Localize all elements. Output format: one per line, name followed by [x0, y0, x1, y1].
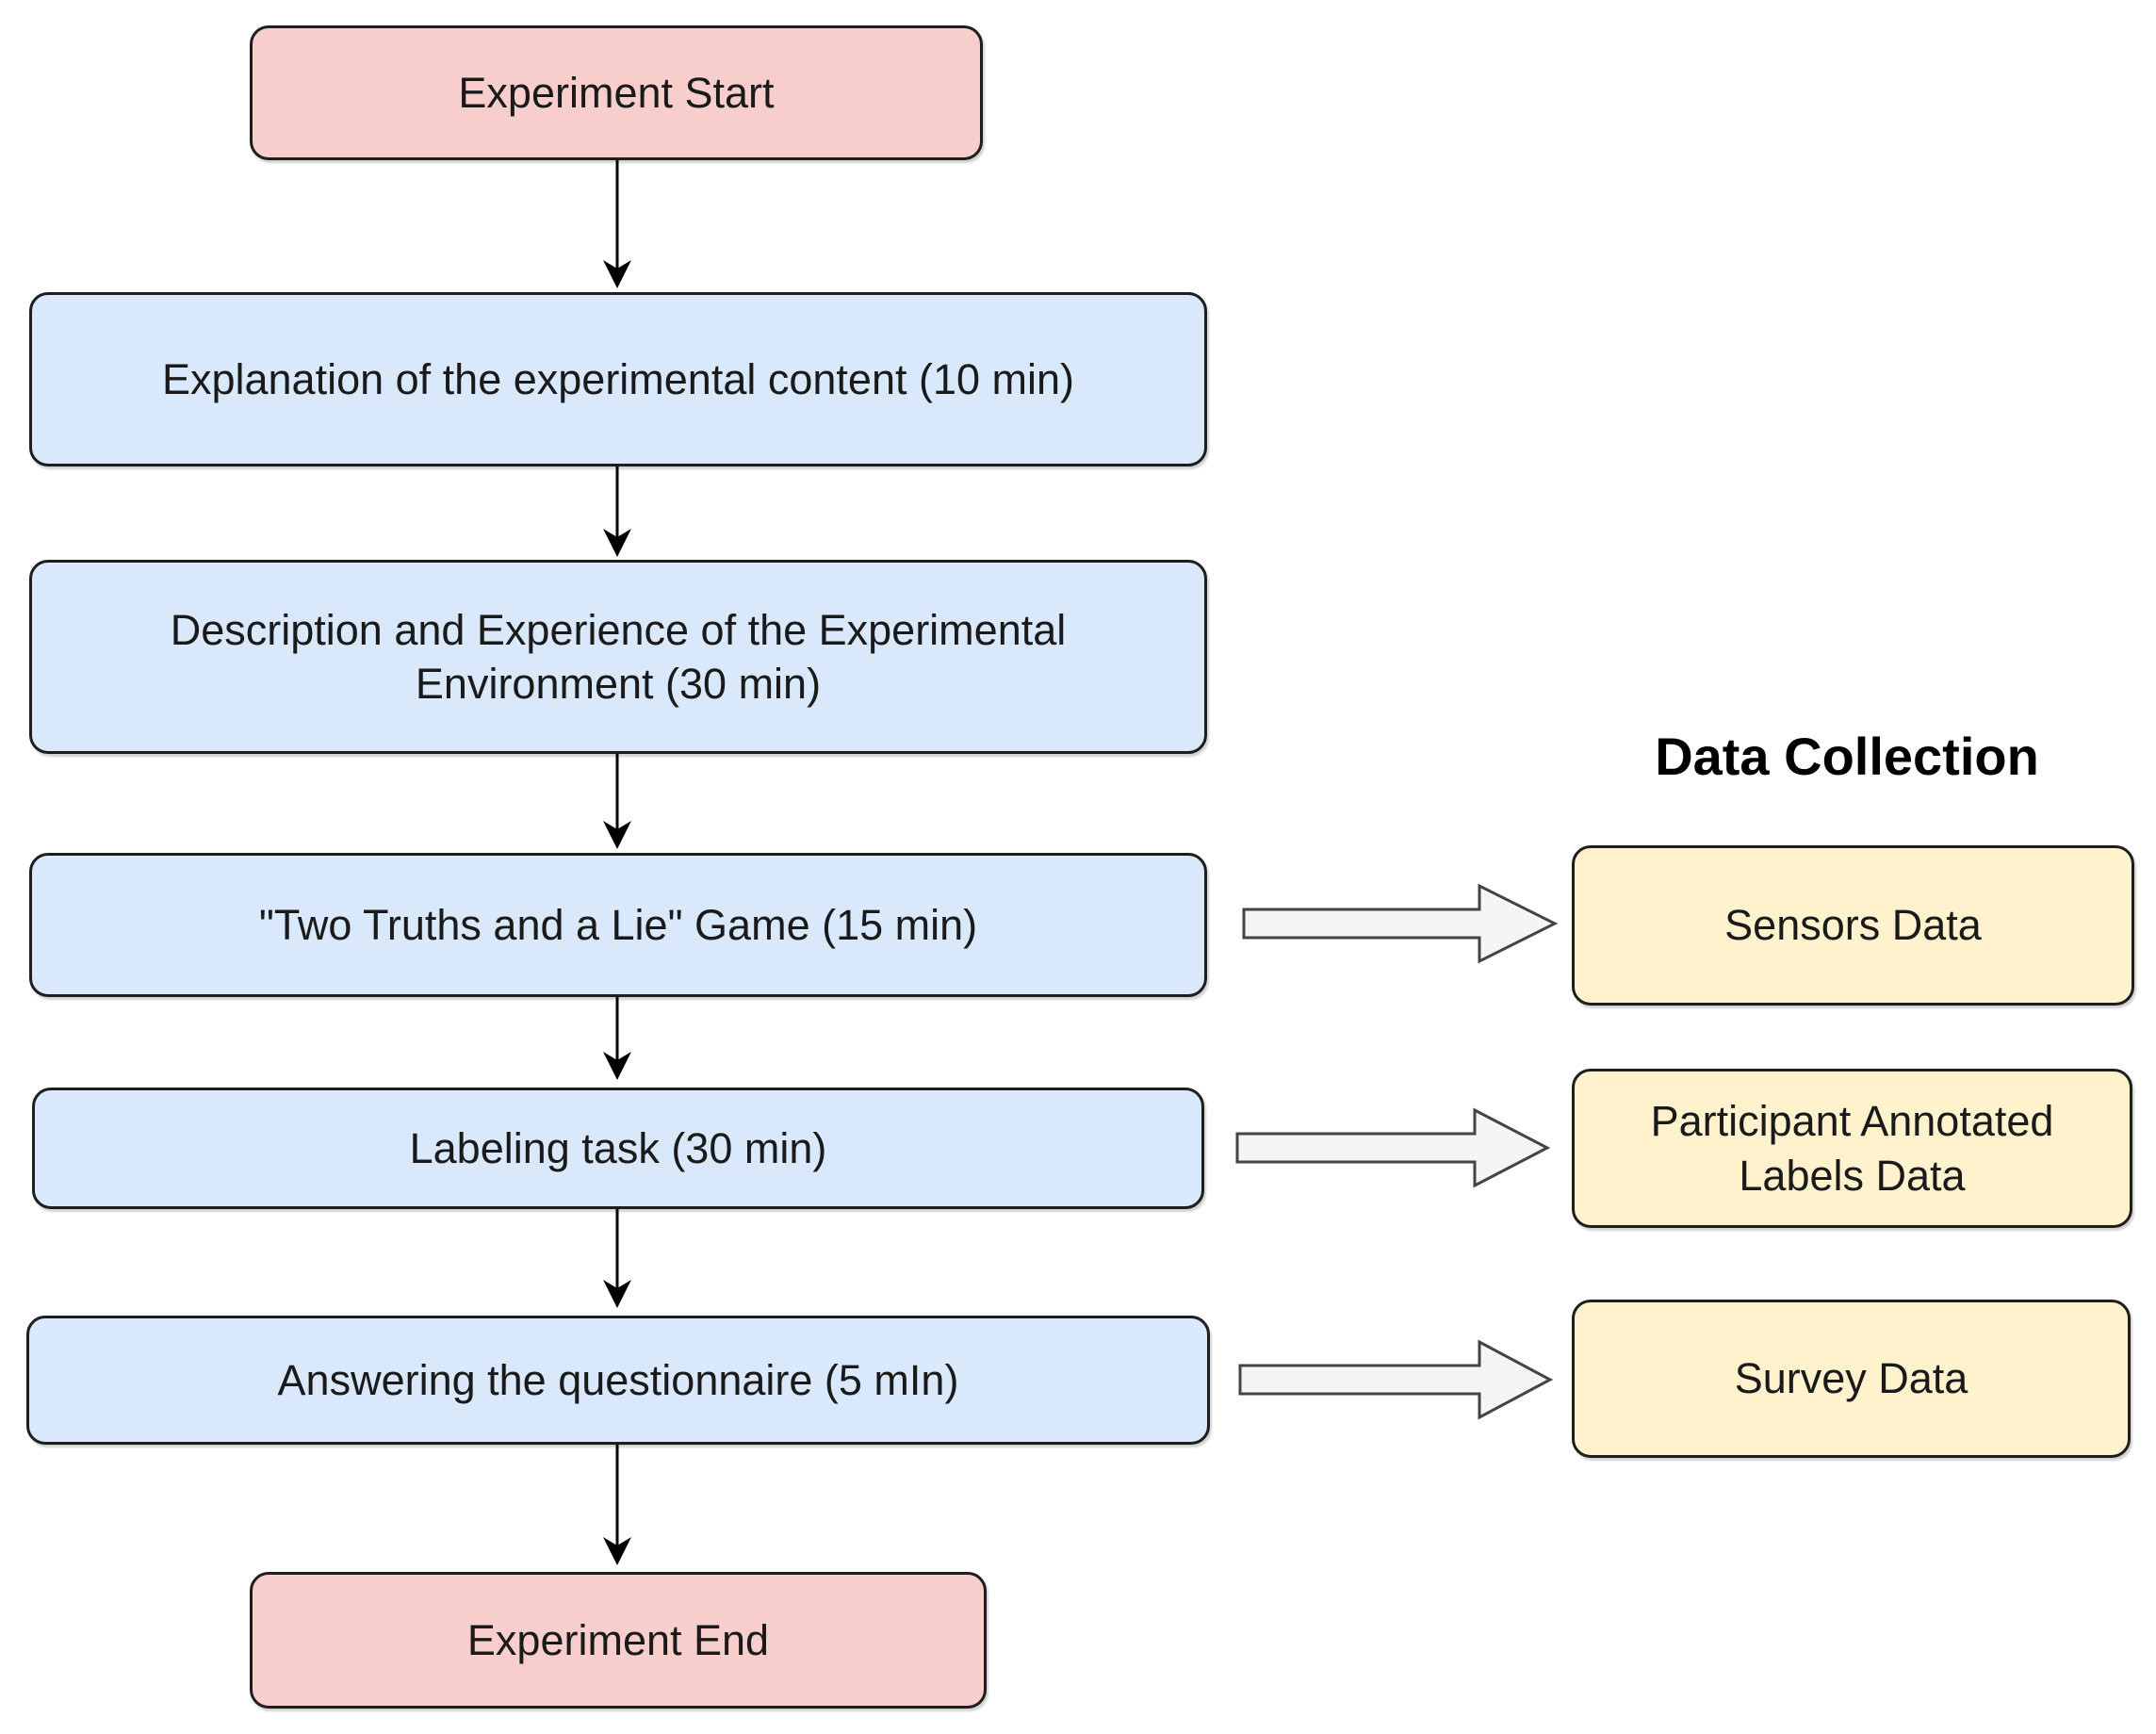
experiment-start-box: Experiment Start	[250, 25, 983, 160]
experiment-start-label: Experiment Start	[458, 68, 775, 117]
description-step-box: Description and Experience of the Experi…	[29, 560, 1207, 754]
block-arrow-questionnaire-to-survey	[1238, 1339, 1554, 1420]
block-arrow-game-to-sensors	[1242, 883, 1559, 964]
game-step-label: "Two Truths and a Lie" Game (15 min)	[258, 900, 978, 949]
participant-labels-data-label: Participant Annotated Labels Data	[1650, 1097, 2054, 1200]
survey-data-box: Survey Data	[1572, 1300, 2131, 1458]
labeling-step-box: Labeling task (30 min)	[32, 1088, 1204, 1209]
experiment-end-label: Experiment End	[466, 1615, 770, 1664]
labeling-step-label: Labeling task (30 min)	[409, 1123, 827, 1172]
participant-labels-data-box: Participant Annotated Labels Data	[1572, 1069, 2132, 1228]
explanation-step-label: Explanation of the experimental content …	[161, 354, 1075, 403]
description-step-label: Description and Experience of the Experi…	[170, 605, 1067, 708]
experiment-end-box: Experiment End	[250, 1572, 987, 1709]
questionnaire-step-box: Answering the questionnaire (5 mIn)	[26, 1316, 1210, 1445]
survey-data-label: Survey Data	[1734, 1354, 1968, 1403]
sensors-data-label: Sensors Data	[1724, 901, 1982, 950]
data-collection-heading: Data Collection	[1655, 727, 2039, 786]
block-arrow-labeling-to-labels	[1235, 1107, 1551, 1188]
game-step-box: "Two Truths and a Lie" Game (15 min)	[29, 853, 1207, 997]
explanation-step-box: Explanation of the experimental content …	[29, 292, 1207, 466]
sensors-data-box: Sensors Data	[1572, 845, 2134, 1006]
questionnaire-step-label: Answering the questionnaire (5 mIn)	[277, 1355, 959, 1404]
